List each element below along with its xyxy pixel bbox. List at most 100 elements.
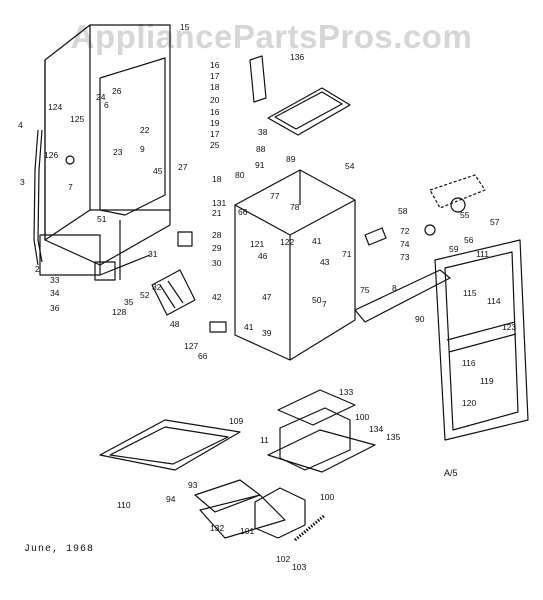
part-label-30: 30 bbox=[212, 258, 222, 268]
meat-drawer bbox=[194, 479, 306, 539]
part-label-134: 134 bbox=[369, 424, 383, 434]
door-shelf bbox=[354, 269, 451, 323]
part-label-46: 46 bbox=[258, 251, 268, 261]
part-label-135: 135 bbox=[386, 432, 400, 442]
part-label-90: 90 bbox=[415, 314, 425, 324]
part-label-51: 51 bbox=[97, 214, 107, 224]
door-frame bbox=[434, 239, 529, 441]
part-label-75: 75 bbox=[360, 285, 370, 295]
part-label-15: 15 bbox=[180, 22, 190, 32]
part-label-17: 17 bbox=[210, 129, 220, 139]
cabinet-shell bbox=[39, 24, 171, 280]
part-label-16: 16 bbox=[210, 60, 220, 70]
part-label-50: 50 bbox=[312, 295, 322, 305]
part-label-100: 100 bbox=[355, 412, 369, 422]
part-label-43: 43 bbox=[320, 257, 330, 267]
part-label-116: 116 bbox=[462, 358, 476, 368]
part-label-133: 133 bbox=[339, 387, 353, 397]
part-label-94: 94 bbox=[166, 494, 176, 504]
figure-code: A/5 bbox=[444, 468, 458, 478]
coil-spring bbox=[294, 513, 326, 542]
part-label-131: 131 bbox=[212, 198, 226, 208]
part-label-89: 89 bbox=[286, 154, 296, 164]
part-label-11: 11 bbox=[260, 435, 269, 445]
part-label-66: 66 bbox=[198, 351, 208, 361]
part-label-56: 56 bbox=[464, 235, 474, 245]
part-label-18: 18 bbox=[210, 82, 220, 92]
drip-tray bbox=[99, 419, 241, 471]
part-label-29: 29 bbox=[212, 243, 222, 253]
part-label-103: 103 bbox=[292, 562, 306, 572]
door-strip bbox=[33, 129, 43, 266]
part-label-33: 33 bbox=[50, 275, 60, 285]
part-label-100: 100 bbox=[320, 492, 334, 502]
part-label-36: 36 bbox=[50, 303, 60, 313]
part-label-3: 3 bbox=[20, 177, 25, 187]
part-label-109: 109 bbox=[229, 416, 243, 426]
part-label-22: 22 bbox=[140, 125, 150, 135]
part-label-126: 126 bbox=[44, 150, 58, 160]
part-label-115: 115 bbox=[463, 288, 477, 298]
diagram-date: June, 1968 bbox=[24, 544, 95, 555]
part-label-74: 74 bbox=[400, 239, 410, 249]
part-label-17: 17 bbox=[210, 71, 220, 81]
part-label-19: 19 bbox=[210, 118, 220, 128]
part-label-127: 127 bbox=[184, 341, 198, 351]
part-label-80: 80 bbox=[235, 170, 245, 180]
part-label-71: 71 bbox=[342, 249, 352, 259]
part-label-20: 20 bbox=[210, 95, 220, 105]
part-label-7: 7 bbox=[68, 182, 73, 192]
part-label-41: 41 bbox=[244, 322, 254, 332]
part-label-110: 110 bbox=[117, 500, 131, 510]
part-label-9: 9 bbox=[140, 144, 145, 154]
part-label-28: 28 bbox=[212, 230, 222, 240]
part-label-77: 77 bbox=[270, 191, 280, 201]
part-label-124: 124 bbox=[48, 102, 62, 112]
part-label-114: 114 bbox=[487, 296, 501, 306]
panel-part bbox=[249, 55, 267, 103]
part-label-57: 57 bbox=[490, 217, 500, 227]
part-label-47: 47 bbox=[262, 292, 272, 302]
part-label-42: 42 bbox=[212, 292, 222, 302]
part-label-24: 24 bbox=[96, 92, 106, 102]
part-label-4: 4 bbox=[18, 120, 23, 130]
part-label-102: 102 bbox=[276, 554, 290, 564]
part-label-88: 88 bbox=[256, 144, 266, 154]
part-label-39: 39 bbox=[262, 328, 272, 338]
part-label-38: 38 bbox=[258, 127, 268, 137]
part-label-21: 21 bbox=[212, 208, 222, 218]
part-label-48: 48 bbox=[170, 319, 180, 329]
part-label-121: 121 bbox=[250, 239, 264, 249]
part-label-34: 34 bbox=[50, 288, 60, 298]
part-label-93: 93 bbox=[188, 480, 198, 490]
part-label-18: 18 bbox=[212, 174, 222, 184]
part-label-66: 66 bbox=[238, 207, 248, 217]
part-label-58: 58 bbox=[398, 206, 408, 216]
part-label-41: 41 bbox=[312, 236, 322, 246]
part-label-52: 52 bbox=[140, 290, 150, 300]
part-label-111: 111 bbox=[476, 249, 489, 259]
part-label-31: 31 bbox=[148, 249, 158, 259]
part-label-73: 73 bbox=[400, 252, 410, 262]
part-label-120: 120 bbox=[462, 398, 476, 408]
part-label-91: 91 bbox=[255, 160, 265, 170]
part-label-54: 54 bbox=[345, 161, 355, 171]
part-label-136: 136 bbox=[290, 52, 304, 62]
part-label-7: 7 bbox=[322, 299, 327, 309]
part-label-8: 8 bbox=[392, 283, 397, 293]
part-label-2: 2 bbox=[35, 264, 40, 274]
part-label-59: 59 bbox=[449, 244, 459, 254]
part-label-45: 45 bbox=[153, 166, 163, 176]
part-label-27: 27 bbox=[178, 162, 188, 172]
part-label-35: 35 bbox=[124, 297, 134, 307]
part-label-132: 132 bbox=[210, 523, 224, 533]
part-label-78: 78 bbox=[290, 202, 300, 212]
part-label-72: 72 bbox=[400, 226, 410, 236]
part-label-125: 125 bbox=[70, 114, 84, 124]
part-label-123: 123 bbox=[502, 322, 516, 332]
part-label-16: 16 bbox=[210, 107, 220, 117]
part-label-32: 32 bbox=[152, 282, 162, 292]
hinge-outline bbox=[429, 174, 486, 209]
